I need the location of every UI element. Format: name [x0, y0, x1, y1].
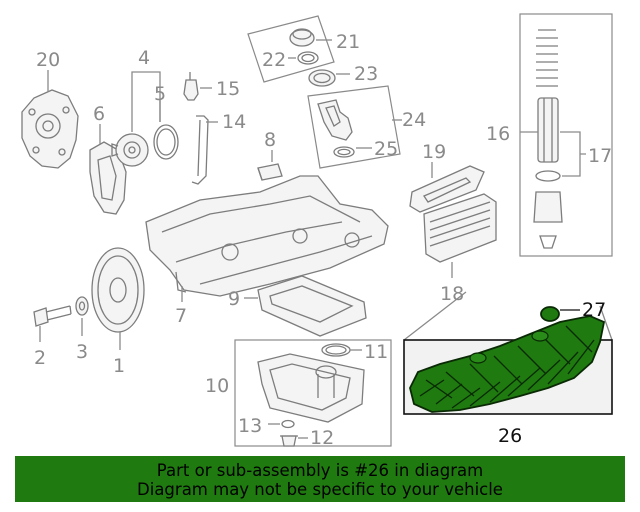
callout-16: 16 [486, 123, 510, 145]
callout-7: 7 [175, 305, 187, 327]
callout-13: 13 [238, 415, 262, 437]
callout-15: 15 [216, 78, 240, 100]
part-8-block[interactable] [257, 163, 283, 181]
part-14-dipstick-tube[interactable] [191, 115, 209, 185]
callout-10: 10 [205, 375, 229, 397]
part-19-cooler-gasket[interactable] [409, 165, 485, 213]
callout-26: 26 [498, 425, 522, 447]
leader-17 [560, 131, 586, 177]
part-main-crankcase[interactable] [145, 175, 389, 297]
callout-9: 9 [228, 288, 240, 310]
callout-25: 25 [374, 138, 398, 160]
part-21-cap[interactable] [289, 28, 315, 47]
group-box-21 [247, 15, 335, 83]
part-25-housing-seal[interactable] [333, 146, 355, 158]
callout-22: 22 [262, 49, 286, 71]
part-22-cap-seal[interactable] [297, 51, 319, 65]
callout-12: 12 [310, 427, 334, 449]
part-26-intake-manifold-highlighted[interactable] [409, 315, 606, 413]
callout-23: 23 [354, 63, 378, 85]
info-banner: Part or sub-assembly is #26 in diagram D… [15, 456, 625, 502]
part-9-pan-gasket[interactable] [257, 275, 367, 337]
callout-2: 2 [34, 347, 46, 369]
part-23-filler-ring[interactable] [308, 69, 336, 87]
part-20-timing-cover[interactable] [21, 89, 79, 169]
callout-18: 18 [440, 283, 464, 305]
inset-connector-lines [403, 291, 613, 341]
part-27-manifold-seal[interactable] [540, 306, 560, 322]
part-3-washer[interactable] [75, 296, 89, 316]
callout-14: 14 [222, 111, 246, 133]
parts-diagram: 20 6 4 5 15 14 8 [21, 13, 613, 449]
part-13-plug-washer[interactable] [281, 419, 295, 429]
part-1-flywheel[interactable] [91, 247, 145, 333]
callout-6: 6 [93, 103, 105, 125]
callout-17: 17 [588, 145, 612, 167]
callout-20: 20 [36, 49, 60, 71]
banner-line-1: Part or sub-assembly is #26 in diagram [156, 461, 484, 480]
callout-8: 8 [264, 129, 276, 151]
leader-4 [131, 71, 161, 132]
callout-27: 27 [582, 299, 606, 321]
part-15-sensor[interactable] [183, 72, 199, 101]
part-2-bolt[interactable] [33, 305, 72, 327]
callout-11: 11 [364, 341, 388, 363]
part-6-cover-gasket[interactable] [89, 141, 127, 215]
part-10-lower-oil-pan[interactable] [257, 353, 365, 423]
part-4-oil-pump[interactable] [111, 133, 149, 167]
callout-24: 24 [402, 109, 426, 131]
part-18-oil-cooler[interactable] [423, 193, 497, 263]
callout-3: 3 [76, 341, 88, 363]
part-16-filter-cartridge[interactable] [533, 29, 563, 249]
callout-4: 4 [138, 47, 150, 69]
part-12-drain-plug[interactable] [280, 435, 298, 447]
callout-21: 21 [336, 31, 360, 53]
part-5-pump-seal[interactable] [153, 124, 179, 160]
banner-line-2: Diagram may not be specific to your vehi… [137, 480, 503, 499]
callout-19: 19 [422, 141, 446, 163]
callout-5: 5 [154, 83, 166, 105]
part-24-filler-housing[interactable] [317, 99, 353, 141]
callout-1: 1 [113, 355, 125, 377]
